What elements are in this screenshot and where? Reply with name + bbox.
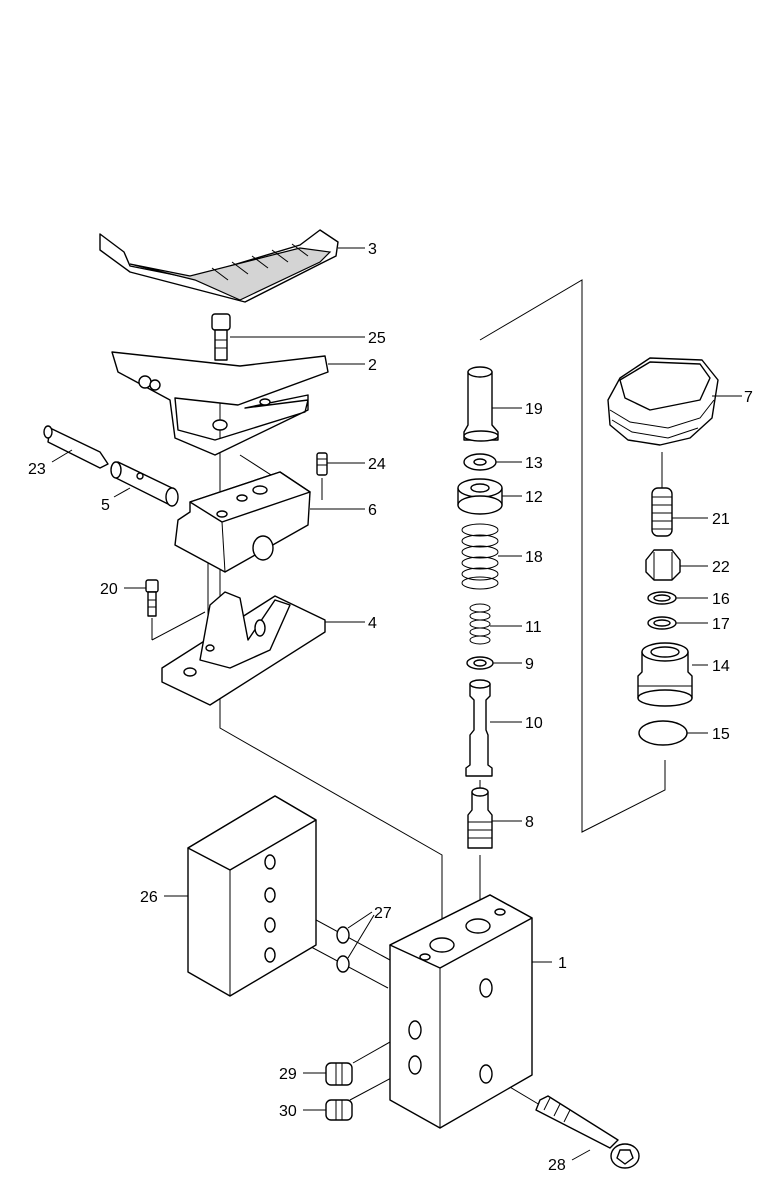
callout-22: 22 — [712, 559, 730, 576]
o-ring-15 — [638, 720, 688, 746]
bolt-28 — [535, 1095, 640, 1169]
bushing-5 — [110, 461, 179, 507]
callout-30: 30 — [279, 1103, 297, 1120]
o-rings-27 — [336, 926, 350, 973]
ring-16 — [647, 591, 677, 605]
washer-9 — [466, 656, 494, 670]
set-screw-24 — [316, 452, 328, 476]
threaded-rod-21 — [651, 487, 673, 537]
bolt-25 — [211, 313, 231, 361]
callout-11: 11 — [525, 619, 542, 636]
block-26 — [187, 795, 317, 997]
spool-8 — [467, 787, 493, 849]
spring-18 — [461, 523, 499, 590]
callout-6: 6 — [368, 502, 377, 519]
sleeve-19 — [463, 366, 499, 442]
callout-3: 3 — [368, 241, 377, 258]
ring-17 — [647, 616, 677, 630]
callout-26: 26 — [140, 889, 158, 906]
callout-7: 7 — [744, 389, 753, 406]
plug-30 — [325, 1099, 353, 1121]
screw-20 — [145, 579, 159, 617]
callout-2: 2 — [368, 357, 377, 374]
leader-lines — [51, 247, 742, 1161]
callout-18: 18 — [525, 549, 543, 566]
callout-8: 8 — [525, 814, 534, 831]
callout-20: 20 — [100, 581, 118, 598]
nut-22 — [645, 549, 681, 581]
callout-27: 27 — [374, 905, 392, 922]
callout-28: 28 — [548, 1157, 566, 1174]
block-6 — [174, 471, 311, 573]
plunger-10 — [465, 679, 493, 777]
boot-7 — [607, 357, 719, 446]
callout-5: 5 — [101, 497, 110, 514]
callout-4: 4 — [368, 615, 377, 632]
valve-body-1 — [389, 894, 533, 1129]
callout-16: 16 — [712, 591, 730, 608]
callout-12: 12 — [525, 489, 543, 506]
callout-14: 14 — [712, 658, 730, 675]
callout-10: 10 — [525, 715, 543, 732]
callout-9: 9 — [525, 656, 534, 673]
pin-23 — [43, 425, 109, 469]
callout-1: 1 — [558, 955, 567, 972]
pedal-cover — [99, 229, 339, 303]
spring-11 — [469, 603, 491, 645]
pedal-plate — [111, 351, 329, 456]
callout-labels: 3 25 2 7 19 13 24 23 12 5 6 21 18 22 20 … — [28, 241, 753, 1174]
callout-25: 25 — [368, 330, 386, 347]
callout-17: 17 — [712, 616, 730, 633]
callout-19: 19 — [525, 401, 543, 418]
callout-29: 29 — [279, 1066, 297, 1083]
washer-13 — [463, 453, 497, 471]
callout-23: 23 — [28, 461, 46, 478]
spacer-12 — [457, 478, 503, 515]
callout-24: 24 — [368, 456, 386, 473]
callout-15: 15 — [712, 726, 730, 743]
bracket-4 — [161, 591, 326, 706]
callout-13: 13 — [525, 455, 543, 472]
plug-14 — [637, 642, 693, 707]
callout-21: 21 — [712, 511, 730, 528]
plug-29 — [325, 1062, 353, 1086]
